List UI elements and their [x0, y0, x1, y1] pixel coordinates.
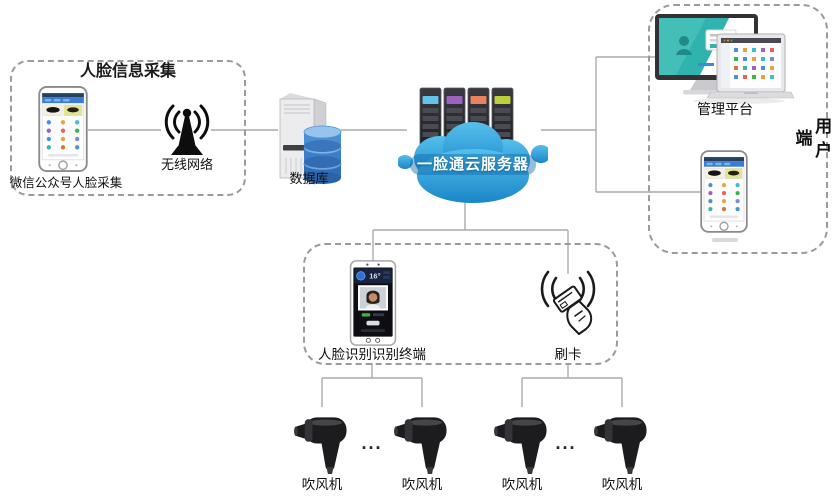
- card-swipe-icon: [540, 270, 596, 335]
- database-label: 数据库: [289, 171, 329, 186]
- cloud-server-icon: [398, 87, 548, 203]
- user-side-label: 用户端: [792, 117, 832, 165]
- face-terminal-icon: 16°: [349, 260, 397, 346]
- wireless-label: 无线网络: [160, 157, 213, 172]
- user-side-box: [648, 4, 828, 254]
- face-collection-box: [10, 60, 246, 196]
- hair-dryer-icon: [594, 417, 647, 474]
- cloud-label: 一脸通云服务器: [416, 156, 529, 173]
- database-server-icon: [279, 93, 342, 184]
- ellipsis-1: ...: [361, 433, 383, 453]
- dryer-label-1: 吹风机: [301, 477, 343, 492]
- hair-dryer-icon: [494, 417, 547, 474]
- wifi-antenna-icon: [164, 104, 210, 155]
- management-platform-label: 管理平台: [697, 101, 753, 117]
- user-smartphone-icon: [700, 150, 748, 233]
- access-devices-box: [303, 243, 618, 365]
- ellipsis-2: ...: [555, 433, 577, 453]
- desktop-laptop-icon: [655, 14, 794, 104]
- card-label: 刷卡: [554, 347, 582, 362]
- hair-dryer-icon: [394, 417, 447, 474]
- wechat-phone-caption: 微信公众号人脸采集: [9, 176, 123, 190]
- collection-box-title: 人脸信息采集: [79, 63, 176, 80]
- smartphone-icon: [38, 86, 88, 172]
- dryer-label-4: 吹风机: [601, 477, 643, 492]
- terminal-temp-text: 16°: [369, 272, 380, 281]
- terminal-label: 人脸识别识别终端: [318, 347, 426, 362]
- dryer-label-3: 吹风机: [501, 477, 543, 492]
- hair-dryer-icon: [294, 417, 347, 474]
- phone-shadow: [712, 238, 738, 242]
- dryer-label-2: 吹风机: [401, 477, 443, 492]
